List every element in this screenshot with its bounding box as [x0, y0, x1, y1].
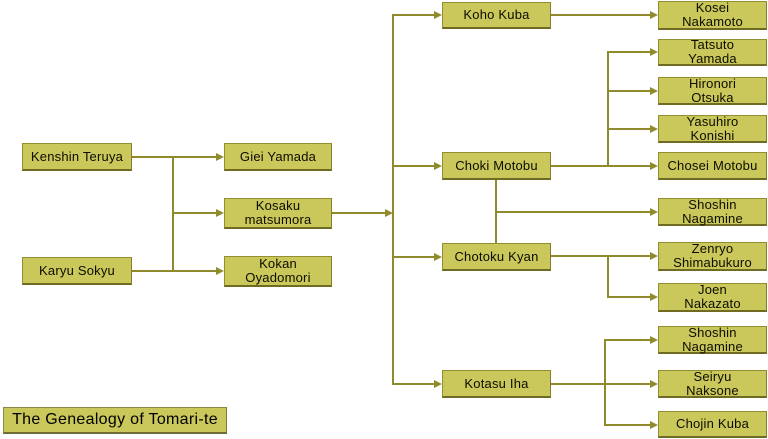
node-label: Kosei — [695, 0, 730, 15]
node-tatsuto-yamada: Tatsuto Yamada — [658, 37, 767, 66]
arrowhead-kosei — [650, 11, 658, 19]
node-choki-motobu: Choki Motobu — [442, 152, 551, 180]
arrowhead-giei — [216, 153, 224, 161]
connector-choki-to-chosei — [551, 165, 650, 167]
connector-to-tatsuto — [608, 51, 650, 53]
node-giei-yamada: Giei Yamada — [224, 143, 332, 171]
node-label: matsumora — [244, 212, 312, 227]
node-chojin-kuba: Chojin Kuba — [658, 411, 767, 438]
connector-chotoku-down-vertical — [607, 255, 609, 298]
node-label: Shimabukuro — [673, 255, 752, 270]
connector-to-chojin — [605, 424, 650, 426]
connector-trunk1-to-kosaku — [172, 212, 216, 214]
connector-choki-up-vertical — [607, 51, 609, 167]
node-label: Tatsuto — [690, 37, 735, 52]
node-label: Shoshin — [688, 324, 737, 340]
node-hironori-otsuka: Hironori Otsuka — [658, 75, 767, 105]
arrowhead-choki — [434, 162, 442, 170]
node-label: Kotasu Iha — [464, 375, 529, 391]
connector-trunk2-to-kotasu — [393, 383, 434, 385]
node-kenshin-teruya: Kenshin Teruya — [22, 143, 132, 171]
node-karyu-sokyu: Karyu Sokyu — [22, 257, 132, 285]
arrowhead-chotoku — [434, 253, 442, 261]
arrowhead-kosaku — [216, 209, 224, 217]
connector-to-hironori — [608, 90, 650, 92]
node-label: Nagamine — [682, 338, 743, 354]
node-label: Joen — [698, 282, 727, 297]
node-koho-kuba: Koho Kuba — [442, 2, 551, 29]
connector-kotasu-vertical — [604, 339, 606, 426]
arrowhead-kotasu — [434, 380, 442, 388]
node-label: Nagamine — [682, 210, 743, 226]
connector-to-yasuhiro — [608, 128, 650, 130]
connector-kenshin-to-giei — [132, 156, 216, 158]
node-label: Seiryu — [693, 368, 732, 384]
node-shoshin-nagamine-1: Shoshin Nagamine — [658, 196, 767, 226]
node-label: Nakamoto — [682, 14, 743, 29]
arrowhead-seiryu — [650, 380, 658, 388]
node-label: Hironori — [688, 75, 737, 91]
node-kosei-nakamoto: Kosei Nakamoto — [658, 1, 767, 30]
node-label: Chojin Kuba — [675, 416, 750, 431]
diagram-title-label: The Genealogy of Tomari-te — [12, 411, 218, 428]
connector-trunk2-to-choki — [393, 165, 434, 167]
node-kosaku-matsumora: Kosaku matsumora — [224, 198, 332, 229]
connector-trunk2-vertical — [392, 14, 394, 385]
node-label: Kenshin Teruya — [30, 148, 124, 164]
connector-koho-to-kosei — [551, 14, 650, 16]
connector-trunk2-to-koho — [393, 14, 434, 16]
arrowhead-hironori — [650, 87, 658, 95]
node-chotoku-kyan: Chotoku Kyan — [442, 243, 551, 271]
node-label: Karyu Sokyu — [39, 262, 115, 278]
node-kokan-oyadomori: Kokan Oyadomori — [224, 256, 332, 287]
arrowhead-shoshin-1 — [650, 208, 658, 216]
node-label: Naksone — [686, 382, 739, 398]
arrowhead-koho — [434, 11, 442, 19]
node-joen-nakazato: Joen Nakazato — [658, 283, 767, 312]
node-shoshin-nagamine-2: Shoshin Nagamine — [658, 324, 767, 354]
arrowhead-tatsuto — [650, 48, 658, 56]
node-label: Chosei Motobu — [667, 157, 758, 173]
node-seiryu-naksone: Seiryu Naksone — [658, 368, 767, 398]
diagram-title: The Genealogy of Tomari-te — [3, 407, 227, 434]
node-label: Kosaku — [255, 198, 301, 213]
arrowhead-chojin — [650, 421, 658, 429]
node-label: Chotoku Kyan — [454, 248, 539, 264]
arrowhead-joen — [650, 293, 658, 301]
node-label: Otsuka — [691, 89, 734, 105]
node-yasuhiro-konishi: Yasuhiro Konishi — [658, 113, 767, 143]
node-label: Giei Yamada — [239, 148, 317, 164]
arrowhead-zenryo — [650, 252, 658, 260]
arrowhead-shoshin-2 — [650, 336, 658, 344]
connector-trunk2-to-chotoku — [393, 256, 434, 258]
node-label: Yamada — [688, 51, 737, 66]
arrowhead-chosei — [650, 162, 658, 170]
node-label: Konishi — [690, 127, 735, 143]
arrowhead-trunk2 — [385, 209, 393, 217]
node-label: Nakazato — [684, 296, 741, 311]
node-label: Oyadomori — [245, 270, 311, 285]
node-label: Yasuhiro — [686, 113, 739, 129]
node-label: Shoshin — [688, 196, 737, 212]
connector-trunk1-vertical — [172, 156, 174, 272]
connector-to-joen — [608, 296, 650, 298]
node-label: Choki Motobu — [455, 157, 538, 173]
connector-karyu-to-kokan — [132, 270, 216, 272]
arrowhead-kokan — [216, 267, 224, 275]
node-chosei-motobu: Chosei Motobu — [658, 152, 767, 180]
node-kotasu-iha: Kotasu Iha — [442, 370, 551, 398]
node-label: Zenryo — [691, 241, 734, 256]
node-label: Kokan — [259, 256, 297, 271]
connector-to-shoshin-1 — [496, 211, 650, 213]
connector-kotasu-to-seiryu — [551, 383, 650, 385]
arrowhead-yasuhiro — [650, 125, 658, 133]
node-label: Koho Kuba — [463, 7, 530, 22]
connector-kosaku-out — [332, 212, 385, 214]
node-zenryo-shimabukuro: Zenryo Shimabukuro — [658, 242, 767, 271]
connector-chotoku-to-zenryo — [551, 255, 650, 257]
connector-to-shoshin-2 — [605, 339, 650, 341]
